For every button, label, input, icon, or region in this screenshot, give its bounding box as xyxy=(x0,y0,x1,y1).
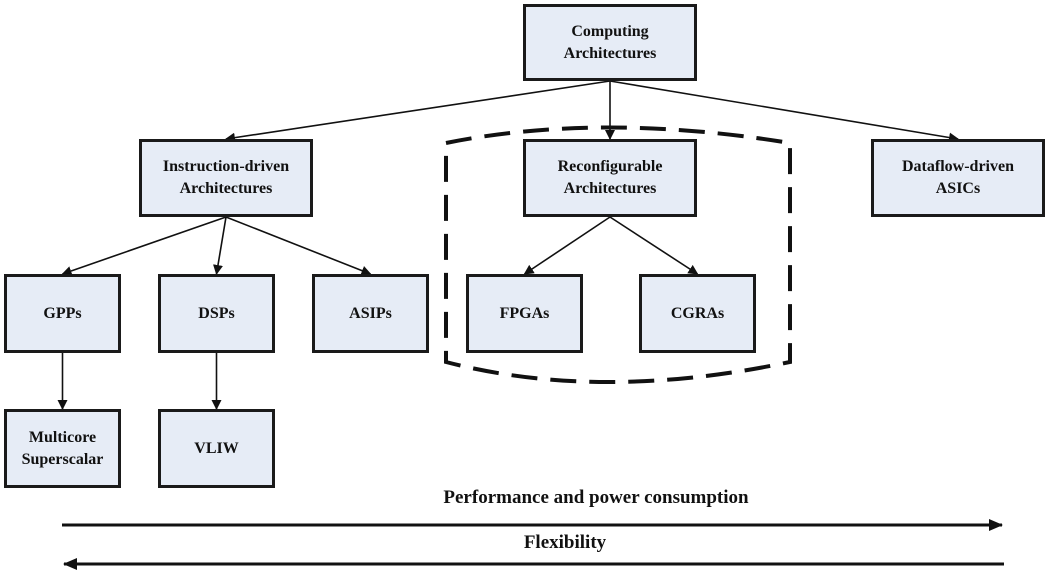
node-computing-architectures: Computing Architectures xyxy=(523,4,697,81)
node-vliw: VLIW xyxy=(158,409,275,488)
node-dsps: DSPs xyxy=(158,274,275,353)
edge-reconfigurable-to-fpgas xyxy=(523,216,611,275)
node-reconfigurable-architectures: Reconfigurable Architectures xyxy=(523,139,697,217)
node-fpgas: FPGAs xyxy=(466,274,583,353)
node-cgras: CGRAs xyxy=(639,274,756,353)
edge-instruction-to-asips xyxy=(225,216,372,276)
edge-instruction-to-gpps xyxy=(61,216,227,276)
node-instruction-driven-architectures: Instruction-driven Architectures xyxy=(139,139,313,217)
edge-root-to-instruction xyxy=(225,80,611,143)
edge-instruction-to-dsps xyxy=(213,216,227,275)
node-asips: ASIPs xyxy=(312,274,429,353)
reconfigurable-group-outline xyxy=(444,125,792,384)
flexibility-label: Flexibility xyxy=(523,532,607,553)
edge-reconfigurable-to-cgras xyxy=(609,216,699,275)
edges-group xyxy=(57,80,959,410)
edge-root-to-dataflow xyxy=(609,80,959,143)
node-dataflow-driven-asics: Dataflow-driven ASICs xyxy=(871,139,1045,217)
performance-label: Performance and power consumption xyxy=(443,487,749,508)
node-gpps: GPPs xyxy=(4,274,121,353)
node-multicore-superscalar: Multicore Superscalar xyxy=(4,409,121,488)
